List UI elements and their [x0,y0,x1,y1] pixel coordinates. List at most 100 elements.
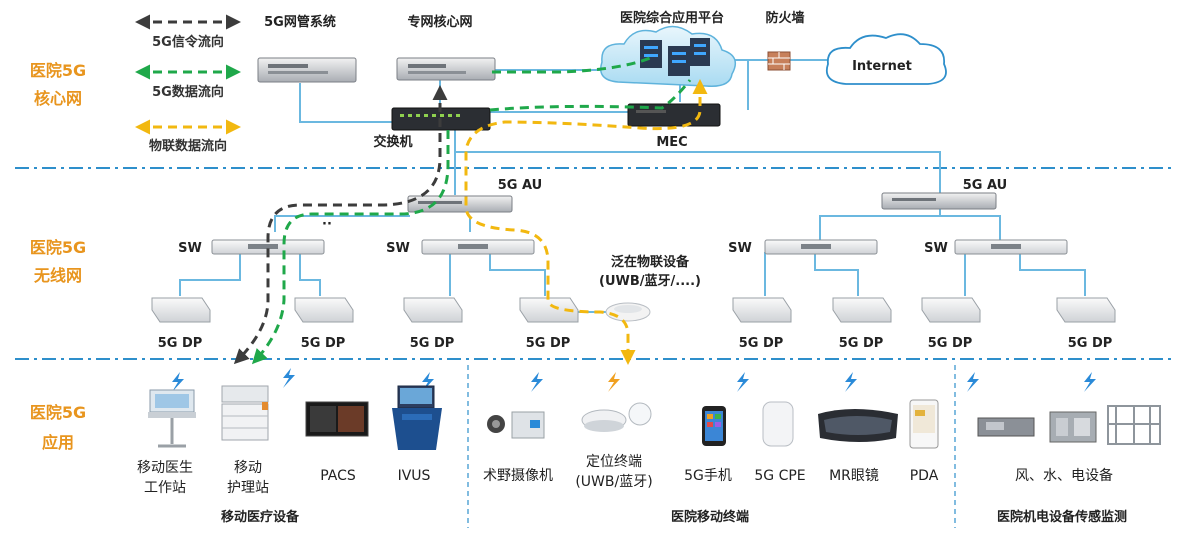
zone-wireless-label-1: 医院5G [30,238,86,257]
locator-label-2: (UWB/蓝牙) [575,474,652,490]
sw-2 [421,239,535,255]
dp-unit-4 [519,297,579,323]
ivus-machine [392,385,442,450]
nms-label: 5G网管系统 [264,14,336,30]
cloud-icon [825,33,947,85]
switch-label: 交换机 [373,134,412,150]
workstation-icon [148,389,196,448]
dp-unit-1 [151,297,211,323]
zone-wireless-label-2: 无线网 [33,266,82,285]
pacs-monitor [305,401,369,437]
dp-unit-8 [1056,297,1116,323]
data-flow-line [254,56,692,362]
dp-label-2: 5G DP [301,336,346,351]
au-left [407,195,513,213]
iot-device-label-1: 泛在物联设备 [611,254,690,270]
dp-label-4: 5G DP [526,336,571,351]
mr-label: MR眼镜 [829,468,879,484]
pda-label: PDA [910,468,939,484]
dp-unit-2 [294,297,354,323]
zone-core-label-2: 核心网 [34,89,82,108]
dp-label-8: 5G DP [1068,336,1113,351]
lightning-icon [737,372,749,392]
nms-server [257,57,357,83]
flow-ellipsis-marker: ·· [322,217,332,232]
doctor-label-2: 工作站 [144,480,186,496]
workstation-icon [221,385,269,441]
sw-label-1: SW [178,241,202,256]
platform-cloud [600,25,737,87]
internet-cloud [825,33,947,85]
5g-cpe [762,401,794,447]
cpe-icon [762,401,794,447]
surgical-camera [487,411,545,439]
mec-label: MEC [656,135,687,150]
dp-unit-5 [732,297,792,323]
doctor-label-1: 移动医生 [137,460,193,476]
nurse-station [221,385,269,441]
dp-label-6: 5G DP [839,336,884,351]
industrial-equipment-icon [977,405,1161,445]
dp-label-3: 5G DP [410,336,455,351]
dp-unit-3 [403,297,463,323]
au-right-label: 5G AU [963,178,1007,193]
au-right [881,192,997,210]
nurse-label-1: 移动 [234,460,262,476]
legend-iot-label: 物联数据流向 [149,138,227,154]
dp-label-7: 5G DP [928,336,973,351]
private-core-label: 专网核心网 [407,14,472,30]
server-icon [396,57,496,81]
zone-app-label-2: 应用 [42,433,74,452]
workstation-icon [392,385,442,450]
firewall-label: 防火墙 [765,10,804,26]
mr-glasses [818,409,898,442]
lightning-icon [172,372,184,392]
lightning-icon [967,372,979,392]
lightning-icons [172,368,1096,392]
cpe-label: 5G CPE [754,468,805,484]
core-server [396,57,496,81]
lightning-icon [608,372,620,392]
mobile-terminal-title: 医院移动终端 [671,509,749,525]
signal-flow-line [233,85,448,365]
nurse-label-2: 护理站 [227,480,269,496]
dp-unit-6 [832,297,892,323]
facility-monitor-title: 医院机电设备传感监测 [997,509,1127,525]
medical-devices-title: 移动医疗设备 [221,509,300,525]
sw-label-4: SW [924,241,948,256]
platform-label: 医院综合应用平台 [620,10,724,26]
lightning-icon [845,372,857,392]
iot-device-label-2: (UWB/蓝牙/....) [599,273,701,289]
locator-label-1: 定位终端 [586,454,642,470]
iot-flow-line [464,79,708,365]
dp-label-5: 5G DP [739,336,784,351]
pacs-label: PACS [320,468,356,484]
server-icon [881,192,997,210]
lightning-icon [531,372,543,392]
sw-3 [764,239,878,255]
legend: 5G信令流向 5G数据流向 物联数据流向 [135,14,241,154]
zone-core-label-1: 医院5G [30,61,86,80]
dp-label-1: 5G DP [158,336,203,351]
firewall [767,51,791,71]
5g-phone [702,406,726,446]
sw-4 [954,239,1068,255]
server-icon [257,57,357,83]
phone-label: 5G手机 [684,468,732,484]
camera-label: 术野摄像机 [483,468,553,484]
locator-terminal [581,402,652,432]
ivus-label: IVUS [398,468,431,484]
doctor-workstation [148,389,196,448]
zone-app-label-1: 医院5G [30,403,86,422]
au-left-label: 5G AU [498,178,542,193]
locator-badge-icon [628,402,652,426]
sw-label-2: SW [386,241,410,256]
pda-device [909,399,939,449]
legend-data-label: 5G数据流向 [152,84,224,100]
dp-unit-7 [921,297,981,323]
lightning-icon [1084,372,1096,392]
facility-equipment [977,405,1161,445]
legend-signal-label: 5G信令流向 [152,34,224,50]
sw-label-3: SW [728,241,752,256]
